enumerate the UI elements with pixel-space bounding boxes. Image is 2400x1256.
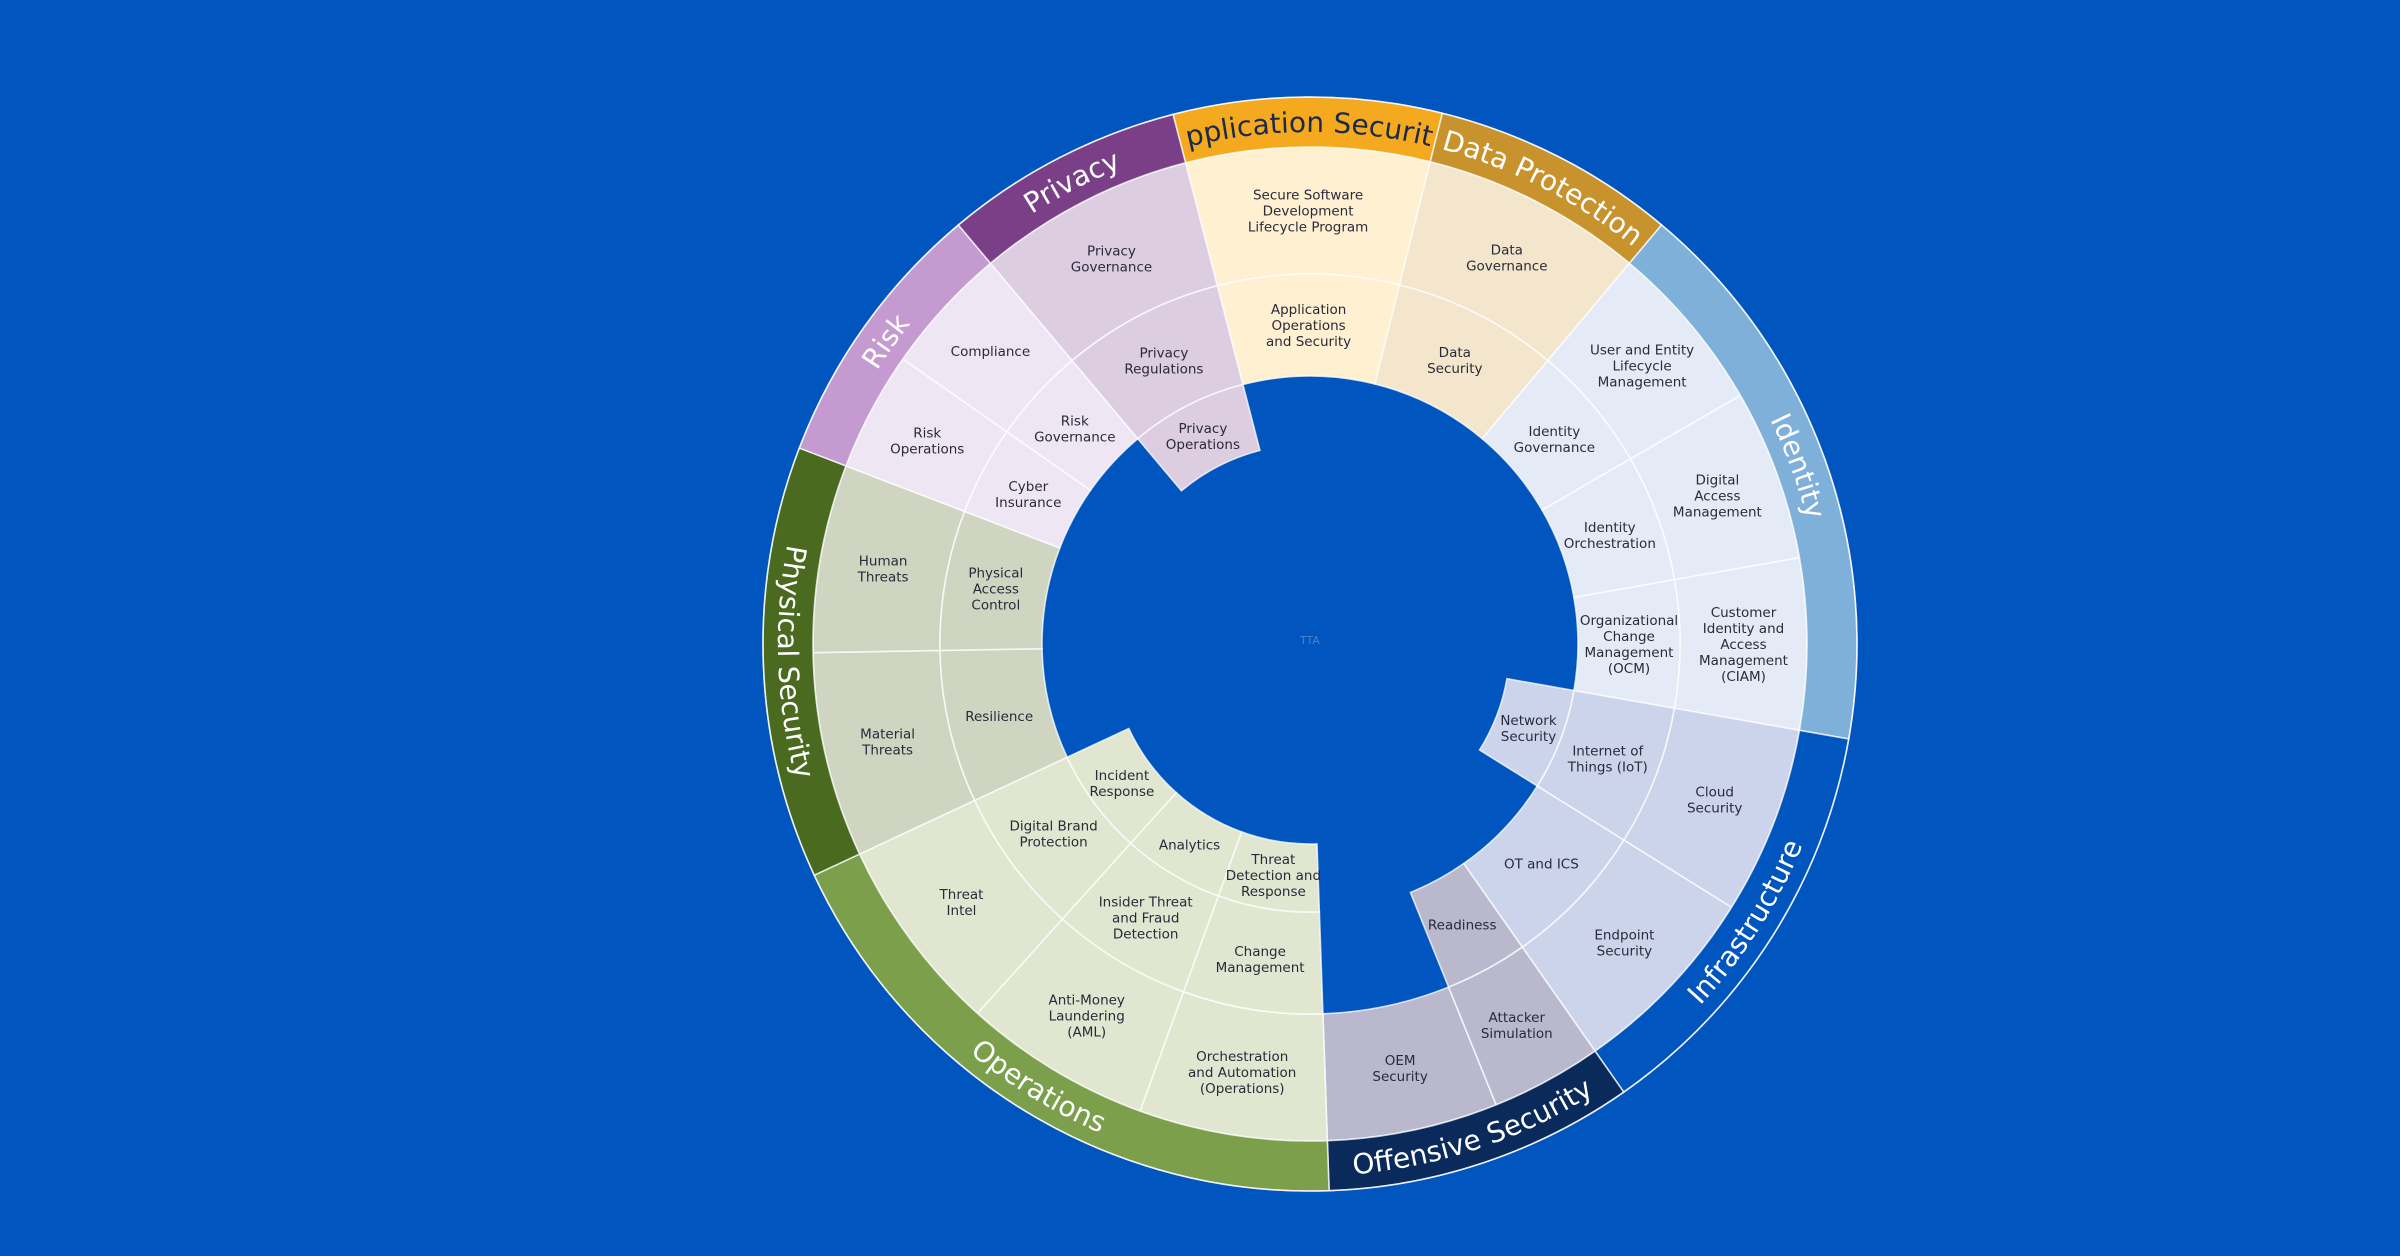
center-label: TTA (1299, 634, 1320, 647)
label-ot-and-ics: OT and ICS (1504, 857, 1579, 873)
category-bands (762, 96, 1858, 1192)
subdomain-segments (812, 146, 1808, 1142)
label-readiness: Readiness (1428, 917, 1497, 933)
label-analytics: Analytics (1159, 838, 1220, 854)
segment-privacy-operations[interactable] (1136, 383, 1261, 492)
segment-incident-response[interactable] (1066, 727, 1178, 845)
category-application-security: Application Security (0, 0, 1436, 154)
segment-readiness[interactable] (1409, 862, 1524, 989)
segment-network-security[interactable] (1478, 677, 1575, 788)
label-resilience: Resilience (965, 709, 1033, 725)
label-compliance: Compliance (951, 344, 1030, 360)
outer-ring-outline (762, 96, 1858, 1192)
